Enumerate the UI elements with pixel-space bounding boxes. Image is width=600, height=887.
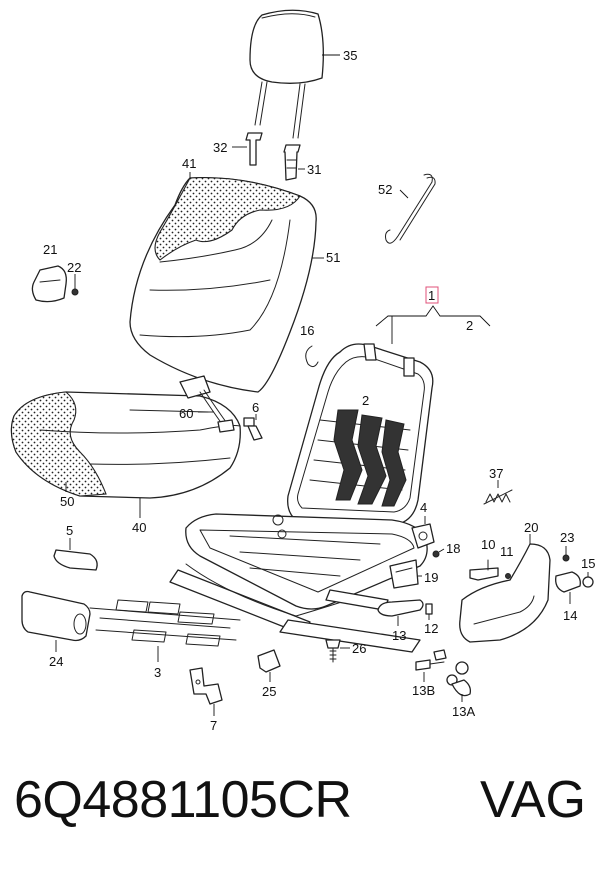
callout-4: 4 <box>420 500 427 515</box>
callout-20: 20 <box>524 520 538 535</box>
headrest-part <box>249 9 324 139</box>
bracket-10 <box>469 559 499 581</box>
bolt-13b <box>415 649 447 671</box>
callout-50: 50 <box>60 494 74 509</box>
part-number-label: 6Q4881105CR <box>14 771 352 829</box>
callout-21: 21 <box>43 242 57 257</box>
callout-40: 40 <box>132 520 146 535</box>
callout-14: 14 <box>563 608 577 623</box>
clip-12 <box>425 603 433 615</box>
callout-25: 25 <box>262 684 276 699</box>
screw-11 <box>505 573 511 579</box>
callout-12: 12 <box>424 621 438 636</box>
callout-2: 2 <box>362 393 369 408</box>
headrest-guide-32 <box>245 132 263 166</box>
brand-label: VAG <box>480 771 586 829</box>
bolt-26 <box>325 639 341 663</box>
screw-23 <box>562 554 570 562</box>
callout-1: 1 <box>428 288 435 303</box>
callout-13B: 13B <box>412 683 435 698</box>
heating-mat-3 <box>89 599 241 647</box>
callout-19: 19 <box>424 570 438 585</box>
callout-37: 37 <box>489 466 503 481</box>
highlight-box <box>425 286 439 304</box>
callout-13A: 13A <box>452 704 475 719</box>
callout-41: 41 <box>182 156 196 171</box>
callout-6: 6 <box>252 400 259 415</box>
callout-7: 7 <box>210 718 217 733</box>
headrest-guide-31 <box>283 144 301 181</box>
screw-18 <box>432 550 440 558</box>
bolt-6 <box>243 417 263 441</box>
callout-24: 24 <box>49 654 63 669</box>
cap-15 <box>582 576 594 588</box>
callout-35: 35 <box>343 48 357 63</box>
callout-18: 18 <box>446 541 460 556</box>
spring-37 <box>483 489 513 505</box>
callout-32: 32 <box>213 140 227 155</box>
backrest-cover-part <box>129 177 317 393</box>
callout-60: 60 <box>179 406 193 421</box>
callout-52: 52 <box>378 182 392 197</box>
seat-frame-assembly <box>169 343 434 653</box>
assembly-bracket <box>375 305 491 344</box>
callout-5: 5 <box>66 523 73 538</box>
trim-24 <box>21 590 91 642</box>
callout-3: 3 <box>154 665 161 680</box>
mechanism-4 <box>411 523 435 549</box>
trim-13 <box>377 599 424 617</box>
hook-wire-part <box>385 173 436 244</box>
bracket-25 <box>257 649 281 673</box>
seat-cushion-part <box>10 391 241 499</box>
side-trim-20 <box>459 543 551 643</box>
callout-15: 15 <box>581 556 595 571</box>
callout-31: 31 <box>307 162 321 177</box>
callout-51: 51 <box>326 250 340 265</box>
callout-13: 13 <box>392 628 406 643</box>
callout-23: 23 <box>560 530 574 545</box>
cap-13a <box>446 661 472 697</box>
bracket-7 <box>189 667 223 705</box>
screw-22 <box>71 288 79 296</box>
clip-16 <box>305 345 319 368</box>
callout-11: 11 <box>500 544 514 559</box>
callout-22: 22 <box>67 260 81 275</box>
callout-26: 26 <box>352 641 366 656</box>
caption-bar: 6Q4881105CR VAG <box>0 770 600 850</box>
cover-19 <box>389 559 419 589</box>
callout-16: 16 <box>300 323 314 338</box>
knob-14 <box>555 571 581 593</box>
callout-2-top: 2 <box>466 318 473 333</box>
callout-10: 10 <box>481 537 495 552</box>
trim-cover-21 <box>31 265 67 303</box>
belt-buckle-part <box>179 375 235 433</box>
trim-5 <box>53 549 98 571</box>
